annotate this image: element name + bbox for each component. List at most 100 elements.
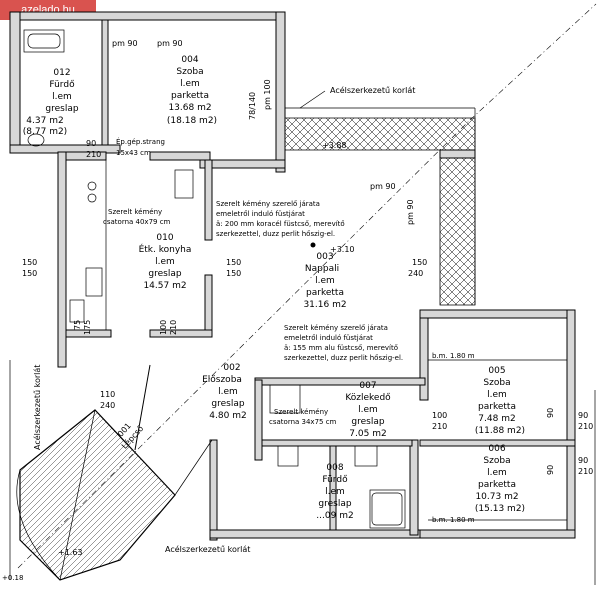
room-005-name: Szoba <box>483 378 510 388</box>
headroom-mark-2: b.m. 1.80 m <box>432 516 475 524</box>
room-010-area: 14.57 m2 <box>143 281 186 291</box>
room-002-floor: l.em <box>218 387 238 397</box>
room-005-label: 005 Szoba l.em parketta 7.48 m2 (11.88 m… <box>475 366 525 436</box>
room-010-floor: l.em <box>155 257 175 267</box>
svg-text:ä: 155 mm alu füstcső, merevít: ä: 155 mm alu füstcső, merevítő <box>284 343 398 352</box>
svg-text:210: 210 <box>578 467 593 476</box>
room-006-label: 006 Szoba l.em parketta 10.73 m2 (15.13 … <box>475 444 525 514</box>
svg-text:240: 240 <box>100 401 115 410</box>
room-004-area: 13.68 m2 <box>168 103 211 113</box>
room-012-area: 4.37 m2 <box>26 116 63 126</box>
level-mark-4: +0.18 <box>2 574 23 582</box>
room-007-name: Közlekedő <box>345 393 391 403</box>
svg-text:78/140: 78/140 <box>248 92 257 120</box>
svg-text:90: 90 <box>546 408 555 418</box>
svg-text:pm 90: pm 90 <box>157 39 183 48</box>
room-007-num: 007 <box>359 381 376 391</box>
room-002-area: 4.80 m2 <box>209 411 246 421</box>
room-006-area2: (15.13 m2) <box>475 504 525 514</box>
room-012-floor: l.em <box>52 92 72 102</box>
chimney-label-2: Szerelt kémény <box>274 408 328 416</box>
level-mark-2: +3.10 <box>330 245 355 254</box>
room-002-label: 002 Előszoba l.em greslap 4.80 m2 <box>202 363 247 421</box>
room-005-num: 005 <box>488 366 505 376</box>
svg-text:Szerelt kémény szerelő járata: Szerelt kémény szerelő járata <box>284 323 388 332</box>
room-012-label: 012 Fürdő l.em greslap 4.37 m2 (8.77 m2) <box>23 68 79 137</box>
svg-text:150: 150 <box>226 269 241 278</box>
terrace-hatch <box>284 117 476 306</box>
room-002-mat: greslap <box>211 399 244 409</box>
svg-text:210: 210 <box>86 150 101 159</box>
bath2-fixtures <box>277 445 406 529</box>
bathtub <box>23 29 65 53</box>
chimney-note-1: Szerelt kémény szerelő járata emeletről … <box>216 199 345 238</box>
svg-text:75: 75 <box>73 320 82 330</box>
chimney-label-1: Szerelt kémény <box>108 208 162 216</box>
room-004-floor: l.em <box>180 79 200 89</box>
room-007-mat: greslap <box>351 417 384 427</box>
svg-text:150: 150 <box>22 258 37 267</box>
room-012-mat: greslap <box>45 104 78 114</box>
chimney-box-2 <box>269 384 301 414</box>
room-003-label: 003 Nappali l.em parketta 31.16 m2 <box>303 252 346 310</box>
svg-text:175: 175 <box>83 320 92 335</box>
wall-north-block <box>9 11 286 173</box>
svg-text:210: 210 <box>432 422 447 431</box>
walls-main <box>57 149 576 541</box>
railing-label-top: Acélszerkezetű korlát <box>330 85 415 95</box>
room-002-name: Előszoba <box>202 375 242 385</box>
svg-text:ä: 200 mm koracél füstcső, mer: ä: 200 mm koracél füstcső, merevítő <box>216 219 345 228</box>
room-003-name: Nappali <box>305 264 339 274</box>
svg-text:150: 150 <box>22 269 37 278</box>
room-003-area: 31.16 m2 <box>303 300 346 310</box>
room-005-floor: l.em <box>487 390 507 400</box>
chimney-box-1 <box>174 169 194 199</box>
railing-label-bottom: Acélszerkezetű korlát <box>165 544 250 554</box>
svg-text:szerkezettel, duzz perlit hősz: szerkezettel, duzz perlit hőszig-el. <box>284 353 403 362</box>
svg-text:Szerelt kémény szerelő járata: Szerelt kémény szerelő járata <box>216 199 320 208</box>
svg-text:150: 150 <box>226 258 241 267</box>
room-005-mat: parketta <box>478 402 516 412</box>
room-007-label: 007 Közlekedő l.em greslap 7.05 m2 <box>345 381 391 439</box>
kitchen-counter <box>65 159 107 331</box>
chimney-note-2: Szerelt kémény szerelő járata emeletről … <box>284 323 403 362</box>
room-008-mat: greslap <box>318 499 351 509</box>
svg-text:pm 90: pm 90 <box>406 199 415 225</box>
room-006-name: Szoba <box>483 456 510 466</box>
room-010-label: 010 Étk. konyha l.em greslap 14.57 m2 <box>139 233 192 291</box>
dimension-labels: pm 90 pm 90 pm 90 pm 90 78/140 pm 100 90… <box>22 39 593 476</box>
chimney-label-1b: csatorna 40x79 cm <box>103 218 171 226</box>
room-012-num: 012 <box>53 68 70 78</box>
room-003-mat: parketta <box>306 288 344 298</box>
room-012-area2: (8.77 m2) <box>23 127 67 137</box>
svg-text:110: 110 <box>100 390 115 399</box>
room-008-name: Fürdő <box>322 475 348 485</box>
gepstrang-label-2: 15x43 cm <box>116 149 151 157</box>
svg-text:90: 90 <box>86 139 96 148</box>
level-mark-1: +3.88 <box>322 141 347 150</box>
room-010-num: 010 <box>156 233 173 243</box>
room-008-num: 008 <box>326 463 343 473</box>
svg-text:90: 90 <box>578 456 588 465</box>
room-007-area: 7.05 m2 <box>349 429 386 439</box>
svg-text:210: 210 <box>578 422 593 431</box>
svg-text:pm 90: pm 90 <box>112 39 138 48</box>
room-004-label: 004 Szoba l.em parketta 13.68 m2 (18.18 … <box>167 55 217 126</box>
svg-text:emeletről induló füstjárat: emeletről induló füstjárat <box>216 209 305 218</box>
room-004-area2: (18.18 m2) <box>167 116 217 126</box>
svg-text:emeletről induló füstjárat: emeletről induló füstjárat <box>284 333 373 342</box>
room-002-num: 002 <box>223 363 240 373</box>
svg-text:100: 100 <box>432 411 447 420</box>
svg-text:100: 100 <box>159 320 168 335</box>
svg-text:pm 100: pm 100 <box>263 79 272 110</box>
room-008-floor: l.em <box>325 487 345 497</box>
room-012-name: Fürdő <box>49 80 75 90</box>
level-mark-3: +1.63 <box>58 548 83 557</box>
room-005-area2: (11.88 m2) <box>475 426 525 436</box>
room-010-mat: greslap <box>148 269 181 279</box>
svg-text:150: 150 <box>412 258 427 267</box>
room-005-area: 7.48 m2 <box>478 414 515 424</box>
room-006-mat: parketta <box>478 480 516 490</box>
railing-label-left: Acélszerkezetű korlát <box>32 365 42 450</box>
